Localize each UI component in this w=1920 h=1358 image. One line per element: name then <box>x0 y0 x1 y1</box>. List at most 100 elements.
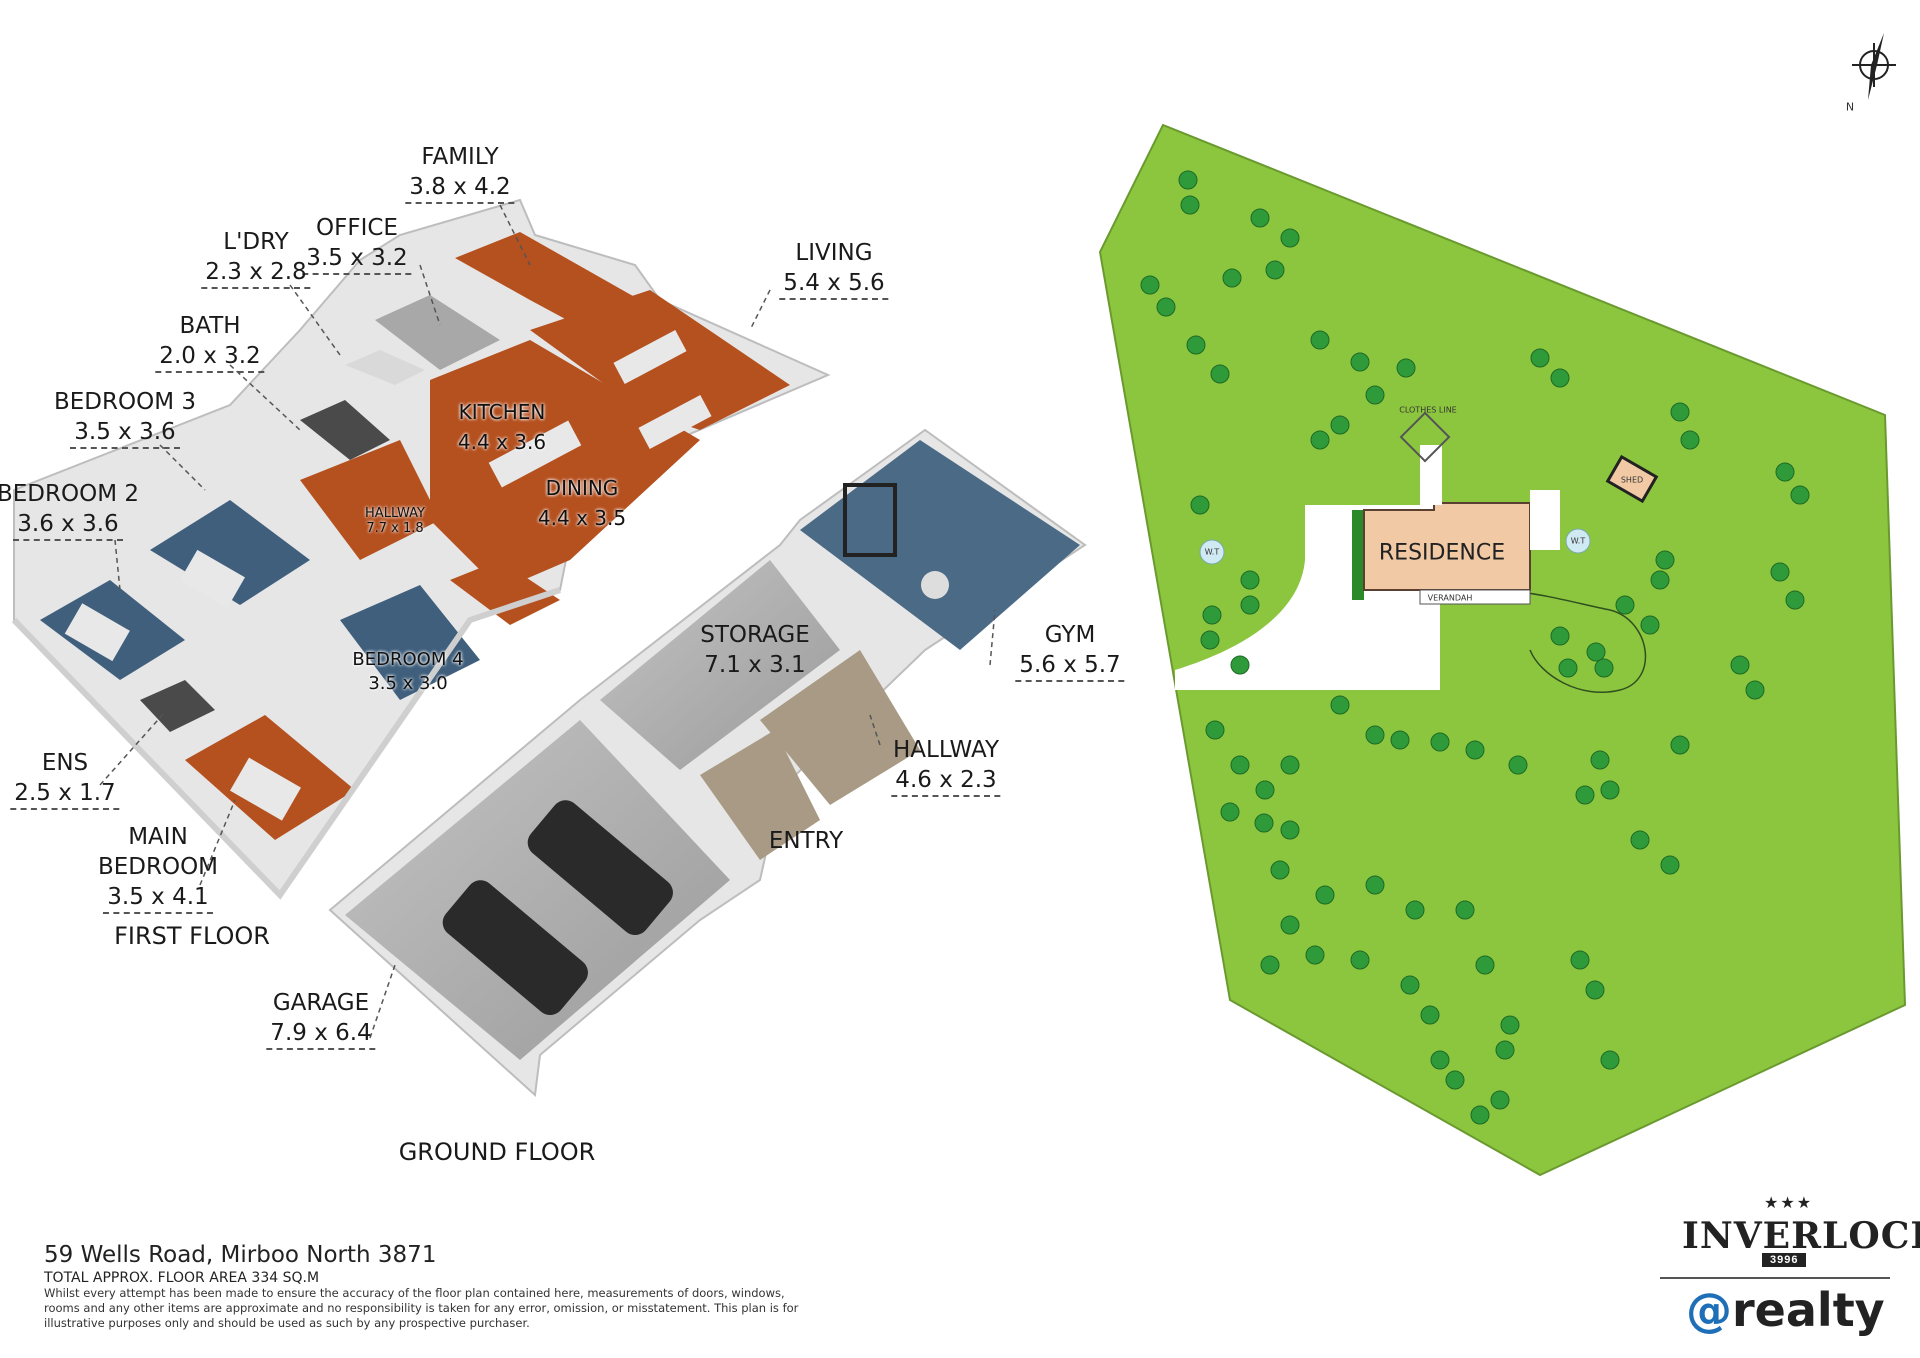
tree-icon <box>1530 348 1550 368</box>
tree-icon <box>1550 368 1570 388</box>
trees-group <box>1140 170 1810 1125</box>
stair-floor <box>450 560 560 625</box>
water-tank <box>1565 528 1591 554</box>
tree-icon <box>1670 735 1690 755</box>
bath-floor <box>300 400 390 460</box>
garage-floor <box>345 720 730 1060</box>
site-label-verandah: VERANDAH <box>1427 593 1473 603</box>
bed-bedroom3 <box>179 549 245 608</box>
tree-icon <box>1420 1005 1440 1025</box>
garden-strip <box>1352 510 1364 600</box>
tree-icon <box>1210 364 1230 384</box>
tree-icon <box>1615 595 1635 615</box>
tree-icon <box>1465 740 1485 760</box>
clothes-line-icon <box>1399 411 1451 463</box>
tree-icon <box>1280 820 1300 840</box>
tree-icon <box>1350 352 1370 372</box>
floor-area: TOTAL APPROX. FLOOR AREA 334 SQ.M <box>44 1270 320 1286</box>
tree-icon <box>1400 975 1420 995</box>
tree-icon <box>1650 570 1670 590</box>
tree-icon <box>1220 802 1240 822</box>
tree-icon <box>1222 268 1242 288</box>
property-boundary <box>1098 123 1907 1177</box>
car <box>442 880 588 1015</box>
tree-icon <box>1250 208 1270 228</box>
tree-icon <box>1770 562 1790 582</box>
tree-icon <box>1305 945 1325 965</box>
gym-rack <box>843 483 897 557</box>
bedroom3-floor <box>150 500 310 605</box>
tree-icon <box>1594 658 1614 678</box>
ground-hallway-floor <box>760 650 920 805</box>
tree-icon <box>1260 955 1280 975</box>
office-room-floor <box>375 295 500 370</box>
shed <box>1605 454 1659 504</box>
site-label-clothes-line: CLOTHES LINE <box>1399 405 1457 415</box>
label-entry: ENTRY <box>768 828 844 854</box>
tree-icon <box>1655 550 1675 570</box>
tree-icon <box>1775 462 1795 482</box>
tree-icon <box>1178 170 1198 190</box>
tree-icon <box>1508 755 1528 775</box>
tree-icon <box>1310 430 1330 450</box>
tree-icon <box>1475 955 1495 975</box>
logo-stars-icon: ★★★ <box>1764 1195 1814 1212</box>
tree-icon <box>1186 335 1206 355</box>
tree-icon <box>1586 642 1606 662</box>
bed-main <box>230 757 301 821</box>
tree-icon <box>1280 915 1300 935</box>
tree-icon <box>1745 680 1765 700</box>
tree-icon <box>1240 595 1260 615</box>
tree-icon <box>1180 195 1200 215</box>
water-tank <box>1199 539 1225 565</box>
compass-icon <box>1852 33 1896 100</box>
footer: 59 Wells Road, Mirboo North 3871 TOTAL A… <box>44 1242 804 1331</box>
tree-icon <box>1350 950 1370 970</box>
tree-icon <box>1330 415 1350 435</box>
tree-icon <box>1490 1090 1510 1110</box>
gym-floor <box>800 440 1080 650</box>
tree-icon <box>1790 485 1810 505</box>
tree-icon <box>1570 950 1590 970</box>
tree-icon <box>1310 330 1330 350</box>
agency-logo: ★★★ INVERLOCH 3996 @realty <box>1660 1185 1920 1345</box>
tree-icon <box>1255 780 1275 800</box>
tree-icon <box>1495 1040 1515 1060</box>
property-address: 59 Wells Road, Mirboo North 3871 <box>44 1242 437 1268</box>
tree-icon <box>1270 860 1290 880</box>
tree-icon <box>1230 755 1250 775</box>
laundry-floor <box>345 350 425 385</box>
tree-icon <box>1254 813 1274 833</box>
entry-floor <box>700 730 820 860</box>
tree-icon <box>1280 755 1300 775</box>
tree-icon <box>1680 430 1700 450</box>
tree-icon <box>1550 626 1570 646</box>
tree-icon <box>1156 297 1176 317</box>
tree-icon <box>1396 358 1416 378</box>
tree-icon <box>1575 785 1595 805</box>
sofa <box>613 329 687 385</box>
kitchen-dining-floor <box>430 340 700 590</box>
tree-icon <box>1230 655 1250 675</box>
side-structure <box>1530 490 1560 550</box>
logo-postcode: 3996 <box>1762 1253 1807 1267</box>
tree-icon <box>1200 630 1220 650</box>
tree-icon <box>1265 260 1285 280</box>
ensuite-floor <box>140 680 215 732</box>
bed-bedroom2 <box>64 603 130 662</box>
tree-icon <box>1785 590 1805 610</box>
